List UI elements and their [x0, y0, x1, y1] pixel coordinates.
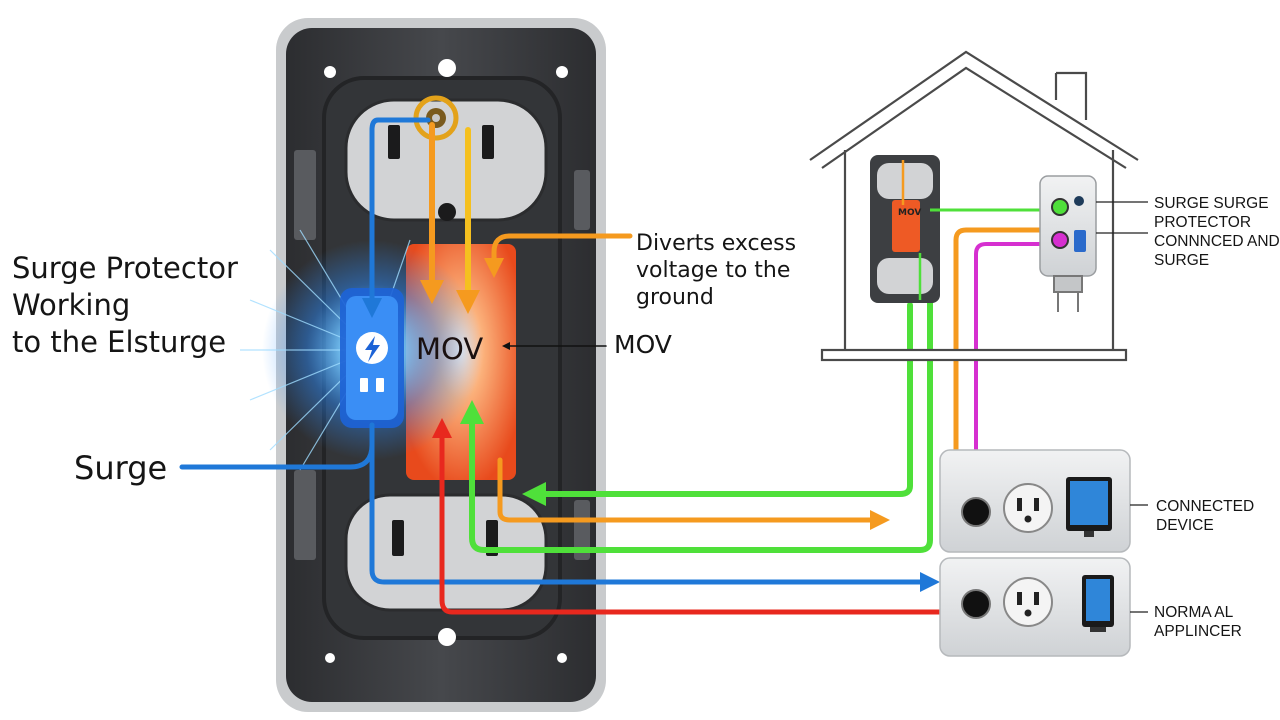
tablet-icon [1082, 575, 1114, 632]
normal-appliance-strip [939, 557, 1148, 657]
live-path [432, 418, 963, 615]
signal-path [968, 242, 1060, 498]
diagram-title: Surge Protector Working to the Elsturge [12, 251, 238, 359]
ground-path-up [460, 253, 933, 553]
mov-side-label: MOV [614, 330, 672, 359]
house-outline [809, 50, 1139, 362]
mov-mini-label: MOV [898, 208, 922, 218]
surge-path-in [362, 117, 431, 318]
surge-protector-label: SURGE SURGE PROTECTOR CONNNCED AND SURGE [1154, 195, 1280, 269]
mini-outlet [870, 155, 1050, 303]
upper-receptacle [344, 98, 548, 222]
normal-appliance-label: NORMA AL APPLINCER [1154, 604, 1242, 640]
connected-device-strip [939, 449, 1148, 553]
surge-protector-unit [1039, 175, 1148, 312]
diverts-label: Diverts excess voltage to the ground [636, 231, 797, 310]
divert-arrow-label [484, 233, 633, 278]
mov-center-label: MOV [416, 332, 484, 366]
ground-path-return [522, 302, 913, 506]
surge-path-appliance [369, 422, 940, 592]
surge-label: Surge [74, 449, 168, 487]
monitor-icon [1066, 477, 1112, 537]
connected-device-label: CONNECTED DEVICE [1156, 498, 1255, 534]
plug-icon [1053, 275, 1083, 312]
divert-path-device [497, 457, 890, 530]
